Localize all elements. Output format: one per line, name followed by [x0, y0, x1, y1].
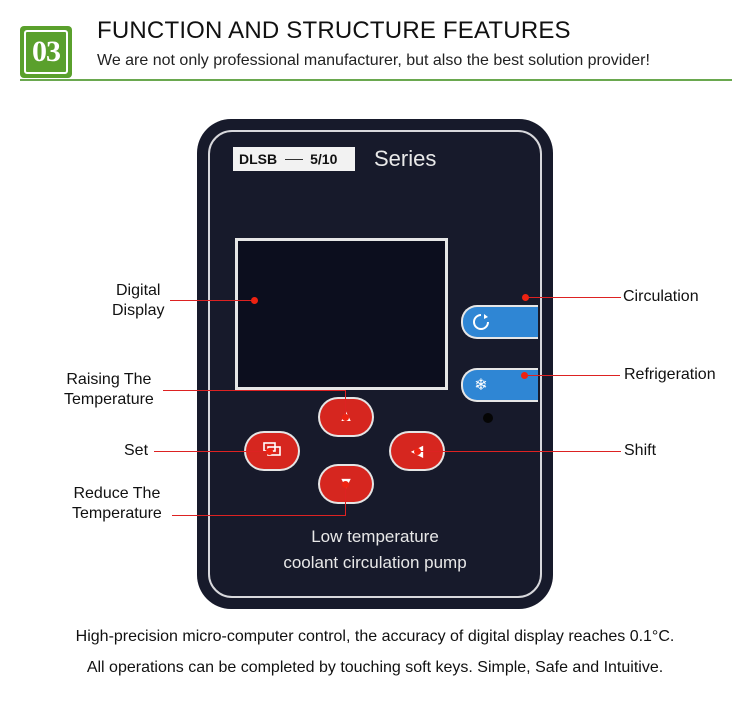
leader-line-set: [154, 451, 270, 452]
footer-line1: High-precision micro-computer control, t…: [75, 628, 675, 645]
leader-line-raising-vertical: [345, 390, 346, 417]
leader-dot-reduce: [342, 481, 349, 488]
leader-line-reduce: [172, 515, 346, 516]
model-name: DLSB: [239, 151, 278, 167]
leader-line-reduce-vertical: [345, 484, 346, 515]
callout-digital-display-line2: Display: [112, 302, 165, 319]
leader-line-shift: [418, 451, 621, 452]
snowflake-icon: ❄: [474, 377, 488, 394]
leader-dot-digital-display: [251, 297, 258, 304]
callout-reduce-line2: Temperature: [72, 505, 162, 522]
circulation-button[interactable]: [461, 305, 538, 339]
header-divider: [20, 79, 732, 81]
panel-caption-line2: coolant circulation pump: [283, 553, 467, 572]
callout-circulation: Circulation: [623, 288, 699, 305]
refrigeration-button[interactable]: ❄: [461, 368, 538, 402]
panel-caption-line1: Low temperature: [311, 527, 439, 546]
leader-dot-set: [266, 448, 273, 455]
panel-border: [208, 130, 542, 598]
callout-raising-line1: Raising The: [66, 371, 152, 388]
leader-dot-raising: [342, 414, 349, 421]
callout-raising-line2: Temperature: [64, 391, 154, 408]
callout-digital-display: Digital Display: [112, 281, 164, 321]
callout-raising: Raising The Temperature: [64, 370, 154, 410]
control-panel: DLSB 5/10 Series ❄ ▲ ◀ ▼ Low temperature…: [197, 119, 553, 609]
leader-line-circulation: [526, 297, 621, 298]
callout-reduce-line1: Reduce The: [73, 485, 161, 502]
footer-line2: All operations can be completed by touch…: [86, 659, 664, 676]
callout-reduce: Reduce The Temperature: [72, 484, 162, 524]
digital-display-screen: [235, 238, 448, 390]
page-title: FUNCTION AND STRUCTURE FEATURES: [97, 17, 571, 44]
circulation-icon: [471, 312, 491, 332]
callout-refrigeration: Refrigeration: [624, 366, 716, 383]
model-label: DLSB 5/10: [233, 147, 355, 171]
callout-set: Set: [124, 442, 149, 459]
callout-digital-display-line1: Digital: [116, 282, 161, 299]
series-label: Series: [374, 146, 437, 171]
leader-dot-refrigeration: [521, 372, 528, 379]
model-dash: [285, 158, 304, 160]
indicator-hole: [483, 413, 493, 423]
section-number: 03: [24, 30, 68, 74]
model-capacity: 5/10: [310, 151, 338, 167]
leader-line-raising: [163, 390, 346, 391]
leader-line-digital-display: [170, 300, 254, 301]
leader-dot-circulation: [522, 294, 529, 301]
section-number-badge: 03: [20, 26, 72, 78]
leader-line-refrigeration: [525, 375, 620, 376]
page-subtitle: We are not only professional manufacture…: [97, 52, 650, 69]
leader-dot-shift: [414, 448, 421, 455]
callout-shift: Shift: [624, 442, 657, 459]
